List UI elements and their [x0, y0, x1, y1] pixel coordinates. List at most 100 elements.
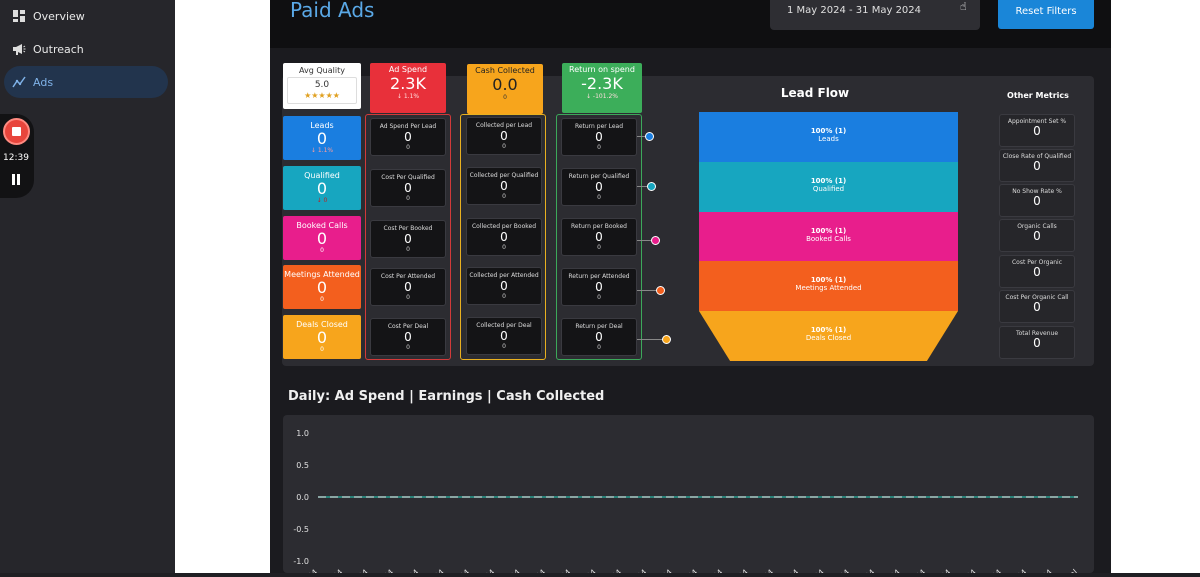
- metric-value: 0: [500, 279, 508, 293]
- metric-cell: Return per Attended 0 0: [561, 268, 637, 306]
- metric-label: Cost Per Booked: [383, 225, 433, 232]
- stage-label: Meetings Attended: [284, 270, 360, 279]
- stage-label: Leads: [310, 121, 334, 130]
- metric-sub: 0: [597, 194, 601, 201]
- cash-collected-card: Cash Collected 0.0 0: [467, 64, 543, 114]
- page-gutter-right: [1111, 0, 1200, 573]
- funnel-pct: 100%: [810, 227, 833, 235]
- stage-value: 0: [316, 129, 328, 148]
- x-tick-label: 2024: [526, 568, 547, 573]
- metric-value: 0: [500, 179, 508, 193]
- funnel-label: Qualified: [812, 185, 845, 193]
- metric-label: Return per Deal: [575, 323, 623, 330]
- x-tick-label: 2024: [425, 568, 446, 573]
- metric-sub: 0: [502, 244, 506, 251]
- x-tick-label: 2024: [1033, 568, 1054, 573]
- funnel-count: (1): [834, 276, 847, 284]
- metric-value: 0: [595, 180, 603, 194]
- sidebar-item-outreach[interactable]: Outreach: [4, 33, 168, 65]
- metric-value: 0: [1033, 159, 1041, 173]
- pointer-cursor-icon: ☝: [960, 0, 967, 13]
- metric-label: Appointment Set %: [1007, 118, 1067, 125]
- x-tick-label: 2024: [931, 568, 952, 573]
- x-tick-label: 2024: [627, 568, 648, 573]
- closed-dot-icon: [662, 335, 671, 344]
- x-tick-label: 2024: [475, 568, 496, 573]
- funnel-band-qualified[interactable]: 100% (1) Qualified: [699, 162, 958, 212]
- reset-filters-button[interactable]: Reset Filters: [998, 0, 1094, 29]
- return-on-spend-value: -2.3K: [581, 74, 623, 93]
- x-tick-label: 2024: [703, 568, 724, 573]
- cash-collected-label: Cash Collected: [475, 66, 535, 75]
- stage-value: 0: [316, 328, 328, 347]
- x-tick-label: 2024: [729, 568, 750, 573]
- other-metric-cell: Organic Calls 0: [999, 219, 1075, 252]
- connector-line: [637, 339, 662, 340]
- cash-collected-value: 0.0: [492, 75, 518, 94]
- metric-cell: Collected per Attended 0 0: [466, 267, 542, 305]
- recorder-widget: 12:39: [0, 114, 34, 198]
- metric-value: 0: [404, 280, 412, 294]
- star-rating-icon: ★★★★★: [304, 91, 340, 100]
- funnel-band-attended[interactable]: 100% (1) Meetings Attended: [699, 261, 958, 311]
- metric-value: 0: [404, 130, 412, 144]
- funnel-pct: 100%: [810, 326, 833, 334]
- y-tick-label: -0.5: [293, 525, 309, 534]
- metric-label: Cost Per Organic Call: [1005, 294, 1069, 301]
- avg-quality-value: 5.0: [314, 80, 330, 90]
- megaphone-icon: [13, 44, 26, 55]
- page-gutter-left: [175, 0, 270, 573]
- x-tick-label: 2024: [830, 568, 851, 573]
- metric-value: 0: [595, 330, 603, 344]
- connector-line: [637, 240, 651, 241]
- x-tick-label: 2024: [754, 568, 775, 573]
- x-tick-label: 2024: [881, 568, 902, 573]
- metric-sub: 0: [502, 143, 506, 150]
- metric-label: Collected per Lead: [475, 122, 533, 129]
- metric-value: 0: [1033, 336, 1041, 350]
- stage-meetings-attended: Meetings Attended 0 0: [283, 265, 361, 309]
- stage-change: 0: [320, 346, 324, 353]
- other-metric-cell: Cost Per Organic Call 0: [999, 290, 1075, 323]
- line-chart[interactable]: 1.00.50.0-0.5-1.020242024202420242024202…: [283, 415, 1094, 577]
- x-tick-label: 2024: [779, 568, 800, 573]
- date-range-picker[interactable]: 1 May 2024 - 31 May 2024: [770, 0, 980, 30]
- stage-leads: Leads 0 ↓ 1.1%: [283, 116, 361, 160]
- cost-column-frame: [365, 114, 451, 360]
- sidebar-item-label: Outreach: [33, 42, 84, 56]
- metric-cell: Collected per Deal 0 0: [466, 317, 542, 355]
- sidebar-item-overview[interactable]: Overview: [4, 0, 168, 32]
- metric-value: 0: [404, 330, 412, 344]
- metric-sub: 0: [502, 293, 506, 300]
- funnel-band-booked[interactable]: 100% (1) Booked Calls: [699, 212, 958, 262]
- other-metric-cell: Total Revenue 0: [999, 326, 1075, 359]
- metric-label: Cost Per Deal: [387, 323, 429, 330]
- stage-deals-closed: Deals Closed 0 0: [283, 315, 361, 359]
- x-tick-label: 2024: [450, 568, 471, 573]
- funnel-label: Meetings Attended: [795, 284, 862, 292]
- metric-cell: Ad Spend Per Lead 0 0: [370, 118, 446, 156]
- x-tick-label: 2024: [298, 568, 319, 573]
- ad-spend-change: ↓ 1.1%: [396, 93, 420, 100]
- connector-line: [637, 136, 647, 137]
- metric-cell: Return per Qualified 0 0: [561, 168, 637, 206]
- top-bar: Paid Ads 1 May 2024 - 31 May 2024 ☝ Rese…: [270, 0, 1111, 48]
- funnel-band-leads[interactable]: 100% (1) Leads: [699, 112, 958, 162]
- metric-value: 0: [1033, 265, 1041, 279]
- qualified-dot-icon: [647, 182, 656, 191]
- funnel-band-closed[interactable]: 100% (1) Deals Closed: [699, 311, 958, 361]
- cash-collected-change: 0: [503, 94, 507, 101]
- ad-spend-value: 2.3K: [390, 74, 426, 93]
- pause-icon[interactable]: [11, 174, 21, 186]
- other-metric-cell: Cost Per Organic 0: [999, 255, 1075, 288]
- metric-cell: Return per Lead 0 0: [561, 118, 637, 156]
- sidebar-item-ads[interactable]: Ads: [4, 66, 168, 98]
- stop-recording-button[interactable]: [3, 118, 30, 145]
- x-tick-label: 2024: [653, 568, 674, 573]
- metric-cell: Collected per Qualified 0 0: [466, 167, 542, 205]
- return-on-spend-card: Return on spend -2.3K ↓ -101.2%: [562, 63, 642, 113]
- metric-label: Ad Spend Per Lead: [379, 123, 437, 130]
- funnel-count: (1): [834, 177, 847, 185]
- funnel-pct: 100%: [810, 177, 833, 185]
- y-tick-label: 0.5: [296, 461, 309, 470]
